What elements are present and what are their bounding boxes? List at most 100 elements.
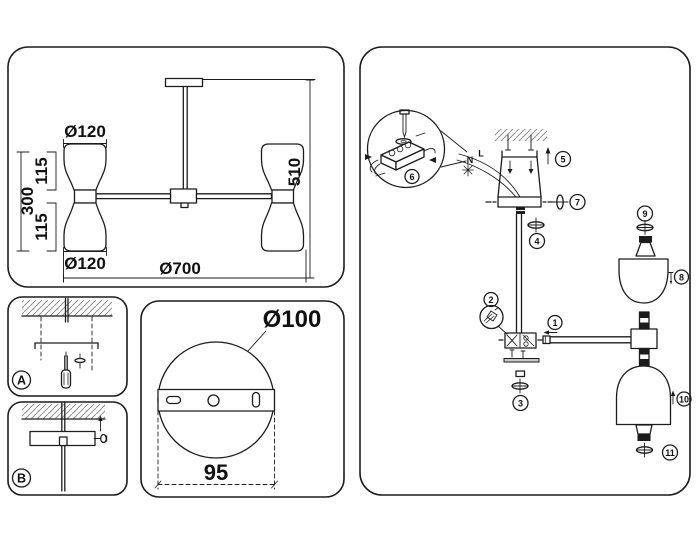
screwdriver-icon (60, 351, 72, 389)
dim-label: 115 (32, 213, 51, 240)
step-a-panel-frame (7, 296, 128, 397)
shade-set-screw (668, 272, 674, 285)
canopy (497, 196, 542, 208)
dim-label: 115 (32, 157, 51, 184)
hub-nub (180, 202, 189, 209)
part-3-badge: 3 (512, 394, 529, 412)
dim-label: Ø700 (159, 259, 201, 278)
slot-left (165, 395, 182, 405)
upper-socket (635, 236, 656, 257)
upper-shade (63, 143, 107, 191)
canopy-diameter-label: Ø100 (263, 306, 322, 333)
dim-label: Ø120 (64, 122, 106, 141)
ceiling-screws (505, 134, 534, 151)
arm-bar-right (195, 193, 273, 200)
step-b-drawing: B (11, 401, 108, 492)
part-6-number: 6 (409, 172, 414, 182)
ceiling-plate (164, 77, 204, 88)
step-a-label: A (17, 374, 26, 388)
part-5-badge: 5 (554, 150, 572, 168)
hub-assembly (498, 332, 543, 359)
center-hub (169, 188, 198, 204)
wire-live-label: L (478, 149, 484, 159)
down-rod (182, 85, 188, 190)
part-9-number: 9 (642, 209, 647, 219)
front-view-drawing: Ø120 Ø120 300 115 115 (16, 77, 316, 283)
slot-right (251, 391, 261, 408)
supply-wires (456, 153, 521, 198)
lamp-right (260, 143, 305, 252)
part-8-number: 8 (679, 273, 684, 283)
leader-top (440, 130, 468, 153)
part-7-badge: 7 (569, 193, 586, 211)
part-2-number: 2 (488, 295, 493, 305)
leader-bottom (440, 160, 467, 168)
terminal-block-sketch (365, 132, 436, 177)
cover-plate (503, 358, 540, 363)
lower-shade (615, 365, 672, 426)
upper-rod (638, 311, 650, 330)
ceiling-hatch (22, 300, 112, 316)
ceiling-hatch (22, 404, 105, 419)
assembly-panel-frame (359, 46, 691, 496)
step-10-arrow (670, 390, 676, 405)
part-5-number: 5 (560, 155, 565, 165)
side-screw-icon (93, 433, 108, 444)
waist (271, 189, 295, 204)
dim-upper-shade-height: 115 (32, 151, 57, 191)
part-6-badge: 6 (404, 168, 420, 185)
mounting-bracket (497, 150, 542, 198)
part-4-badge: 4 (528, 232, 546, 250)
side-screw-icon (551, 194, 569, 210)
lower-shade (63, 202, 107, 252)
step-1-arrow (543, 330, 558, 335)
upper-shade (618, 258, 669, 304)
part-4-number: 4 (534, 237, 539, 247)
upper-shade (260, 143, 305, 191)
finial-screw-icon-4 (527, 217, 545, 233)
part-8-badge: 8 (673, 269, 690, 285)
part-7-number: 7 (575, 198, 580, 208)
mounting-bracket (34, 342, 99, 350)
assembly-drawing: 6 5 (365, 109, 692, 461)
lower-socket (635, 424, 653, 441)
dim-label: 300 (18, 187, 37, 215)
step-a-badge: A (11, 370, 32, 390)
canopy-template-drawing: Ø100 95 (154, 306, 322, 490)
step-b-badge: B (11, 468, 32, 488)
leader-line (497, 325, 508, 335)
leader-line (247, 330, 267, 352)
dim-label: Ø120 (64, 254, 106, 273)
screw-icon (74, 353, 86, 369)
part-11-badge: 11 (661, 444, 679, 461)
canopy-nipple (516, 207, 525, 214)
terminal-detail-balloon: 6 (365, 109, 468, 189)
waist (73, 189, 97, 204)
ground-symbol (462, 163, 474, 177)
step-b-panel-frame (7, 401, 128, 496)
lamp-left (63, 143, 107, 252)
down-rod (61, 401, 66, 492)
dim-hole-spacing: 95 (154, 410, 278, 490)
finial-screw-icon-3 (511, 378, 529, 394)
ceiling-hatch (495, 129, 547, 141)
step-b-label: B (17, 472, 26, 486)
part-11-number: 11 (665, 448, 675, 458)
step-a-drawing: A (11, 297, 113, 390)
dim-lower-shade-height: 115 (32, 202, 57, 252)
step-5-arrow (545, 147, 551, 165)
rod-coupler (58, 436, 68, 447)
part-2-badge: 2 (483, 291, 499, 308)
dim-label: 95 (204, 460, 228, 485)
dim-overall-height: 510 (202, 79, 316, 279)
wire-neutral-label: N (467, 155, 474, 165)
dim-shade-assembly-height: 300 (16, 151, 37, 252)
finial-screw-icon-9 (636, 220, 654, 235)
arm-bar-left (95, 193, 172, 200)
part-3-number: 3 (518, 399, 523, 409)
part-10-number: 10 (679, 395, 689, 405)
finial-screw-icon-11 (635, 442, 654, 458)
dim-top-diameter: Ø120 (63, 122, 107, 148)
